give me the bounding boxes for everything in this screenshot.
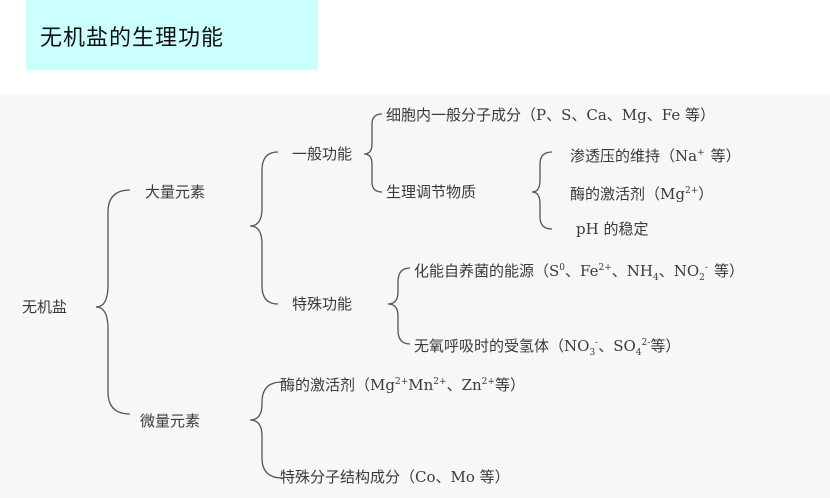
brace-trace <box>249 381 283 479</box>
node-special-function: 特殊功能 <box>292 295 353 313</box>
brace-root <box>95 189 131 415</box>
page-title: 无机盐的生理功能 <box>40 26 225 51</box>
node-trace-elements: 微量元素 <box>140 412 201 430</box>
brace-major <box>249 151 279 305</box>
node-physiological-regulators: 生理调节物质 <box>386 183 477 201</box>
node-osmotic-pressure: 渗透压的维持（Na+等） <box>570 147 741 165</box>
node-general-function: 一般功能 <box>292 145 353 163</box>
node-trace-enzyme-activator: 酶的激活剂（Mg2+Mn2+、Zn2+等） <box>280 376 525 394</box>
brace-special <box>387 267 411 345</box>
node-cell-components: 细胞内一般分子成分（P、S、Ca、Mg、Fe 等） <box>386 106 715 124</box>
node-anaerobic-acceptor: 无氧呼吸时的受氢体（NO3-、SO42-等） <box>414 337 681 358</box>
node-special-structure: 特殊分子结构成分（Co、Mo 等） <box>280 468 510 486</box>
node-major-elements: 大量元素 <box>145 183 206 201</box>
title-box: 无机盐的生理功能 <box>26 0 318 70</box>
node-chemoautotroph-energy: 化能自养菌的能源（S0、Fe2+、NH4、NO2-等） <box>414 262 744 283</box>
node-root: 无机盐 <box>22 298 68 316</box>
node-ph-stability: pH 的稳定 <box>576 220 649 238</box>
brace-regulation <box>531 151 553 230</box>
brace-general <box>363 113 383 193</box>
diagram <box>0 95 830 498</box>
node-enzyme-activator: 酶的激活剂（Mg2+） <box>570 185 714 203</box>
